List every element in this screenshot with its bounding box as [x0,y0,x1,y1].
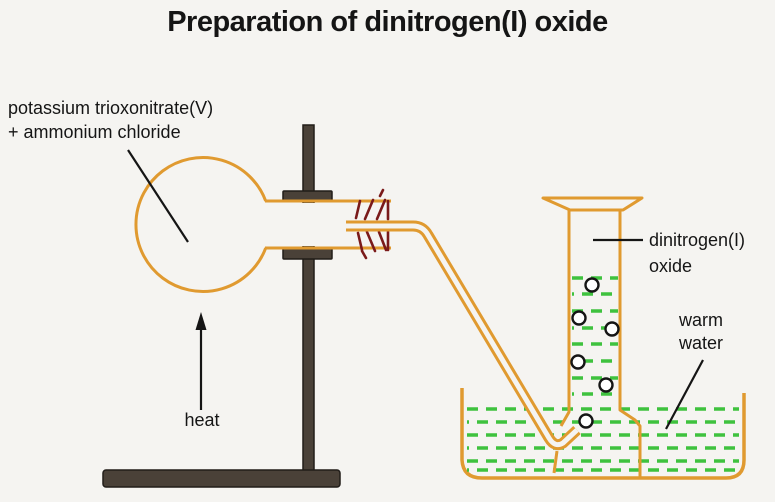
gas-bubble [571,310,587,326]
gas-bubble [598,377,614,393]
gas-jar [541,196,644,477]
water-trough [460,388,746,480]
water-label: warm water [679,310,724,353]
diagram-title: Preparation of dinitrogen(I) oxide [167,6,608,38]
gas-bubbles [570,277,620,429]
heat-label: heat [184,410,220,430]
gas-label: dinitrogen(I) oxide [649,230,746,276]
reactants-leader-line [127,149,189,243]
gas-bubble [584,277,600,293]
reactants-label: potassium trioxonitrate(V) + ammonium ch… [8,98,214,142]
clamp-jaw-bottom [282,247,333,260]
gas-bubble [570,354,586,370]
stand-base [102,469,341,488]
trough-water-dashes [467,407,739,472]
heat-arrow [195,312,207,410]
round-flask [134,156,391,293]
gas-bubble [604,321,620,337]
stand-rod [302,124,315,473]
stopper-hatching [354,188,390,260]
delivery-tube [346,220,581,451]
gas-bubble [578,413,594,429]
water-leader-line [665,359,704,430]
retort-stand [102,124,341,488]
